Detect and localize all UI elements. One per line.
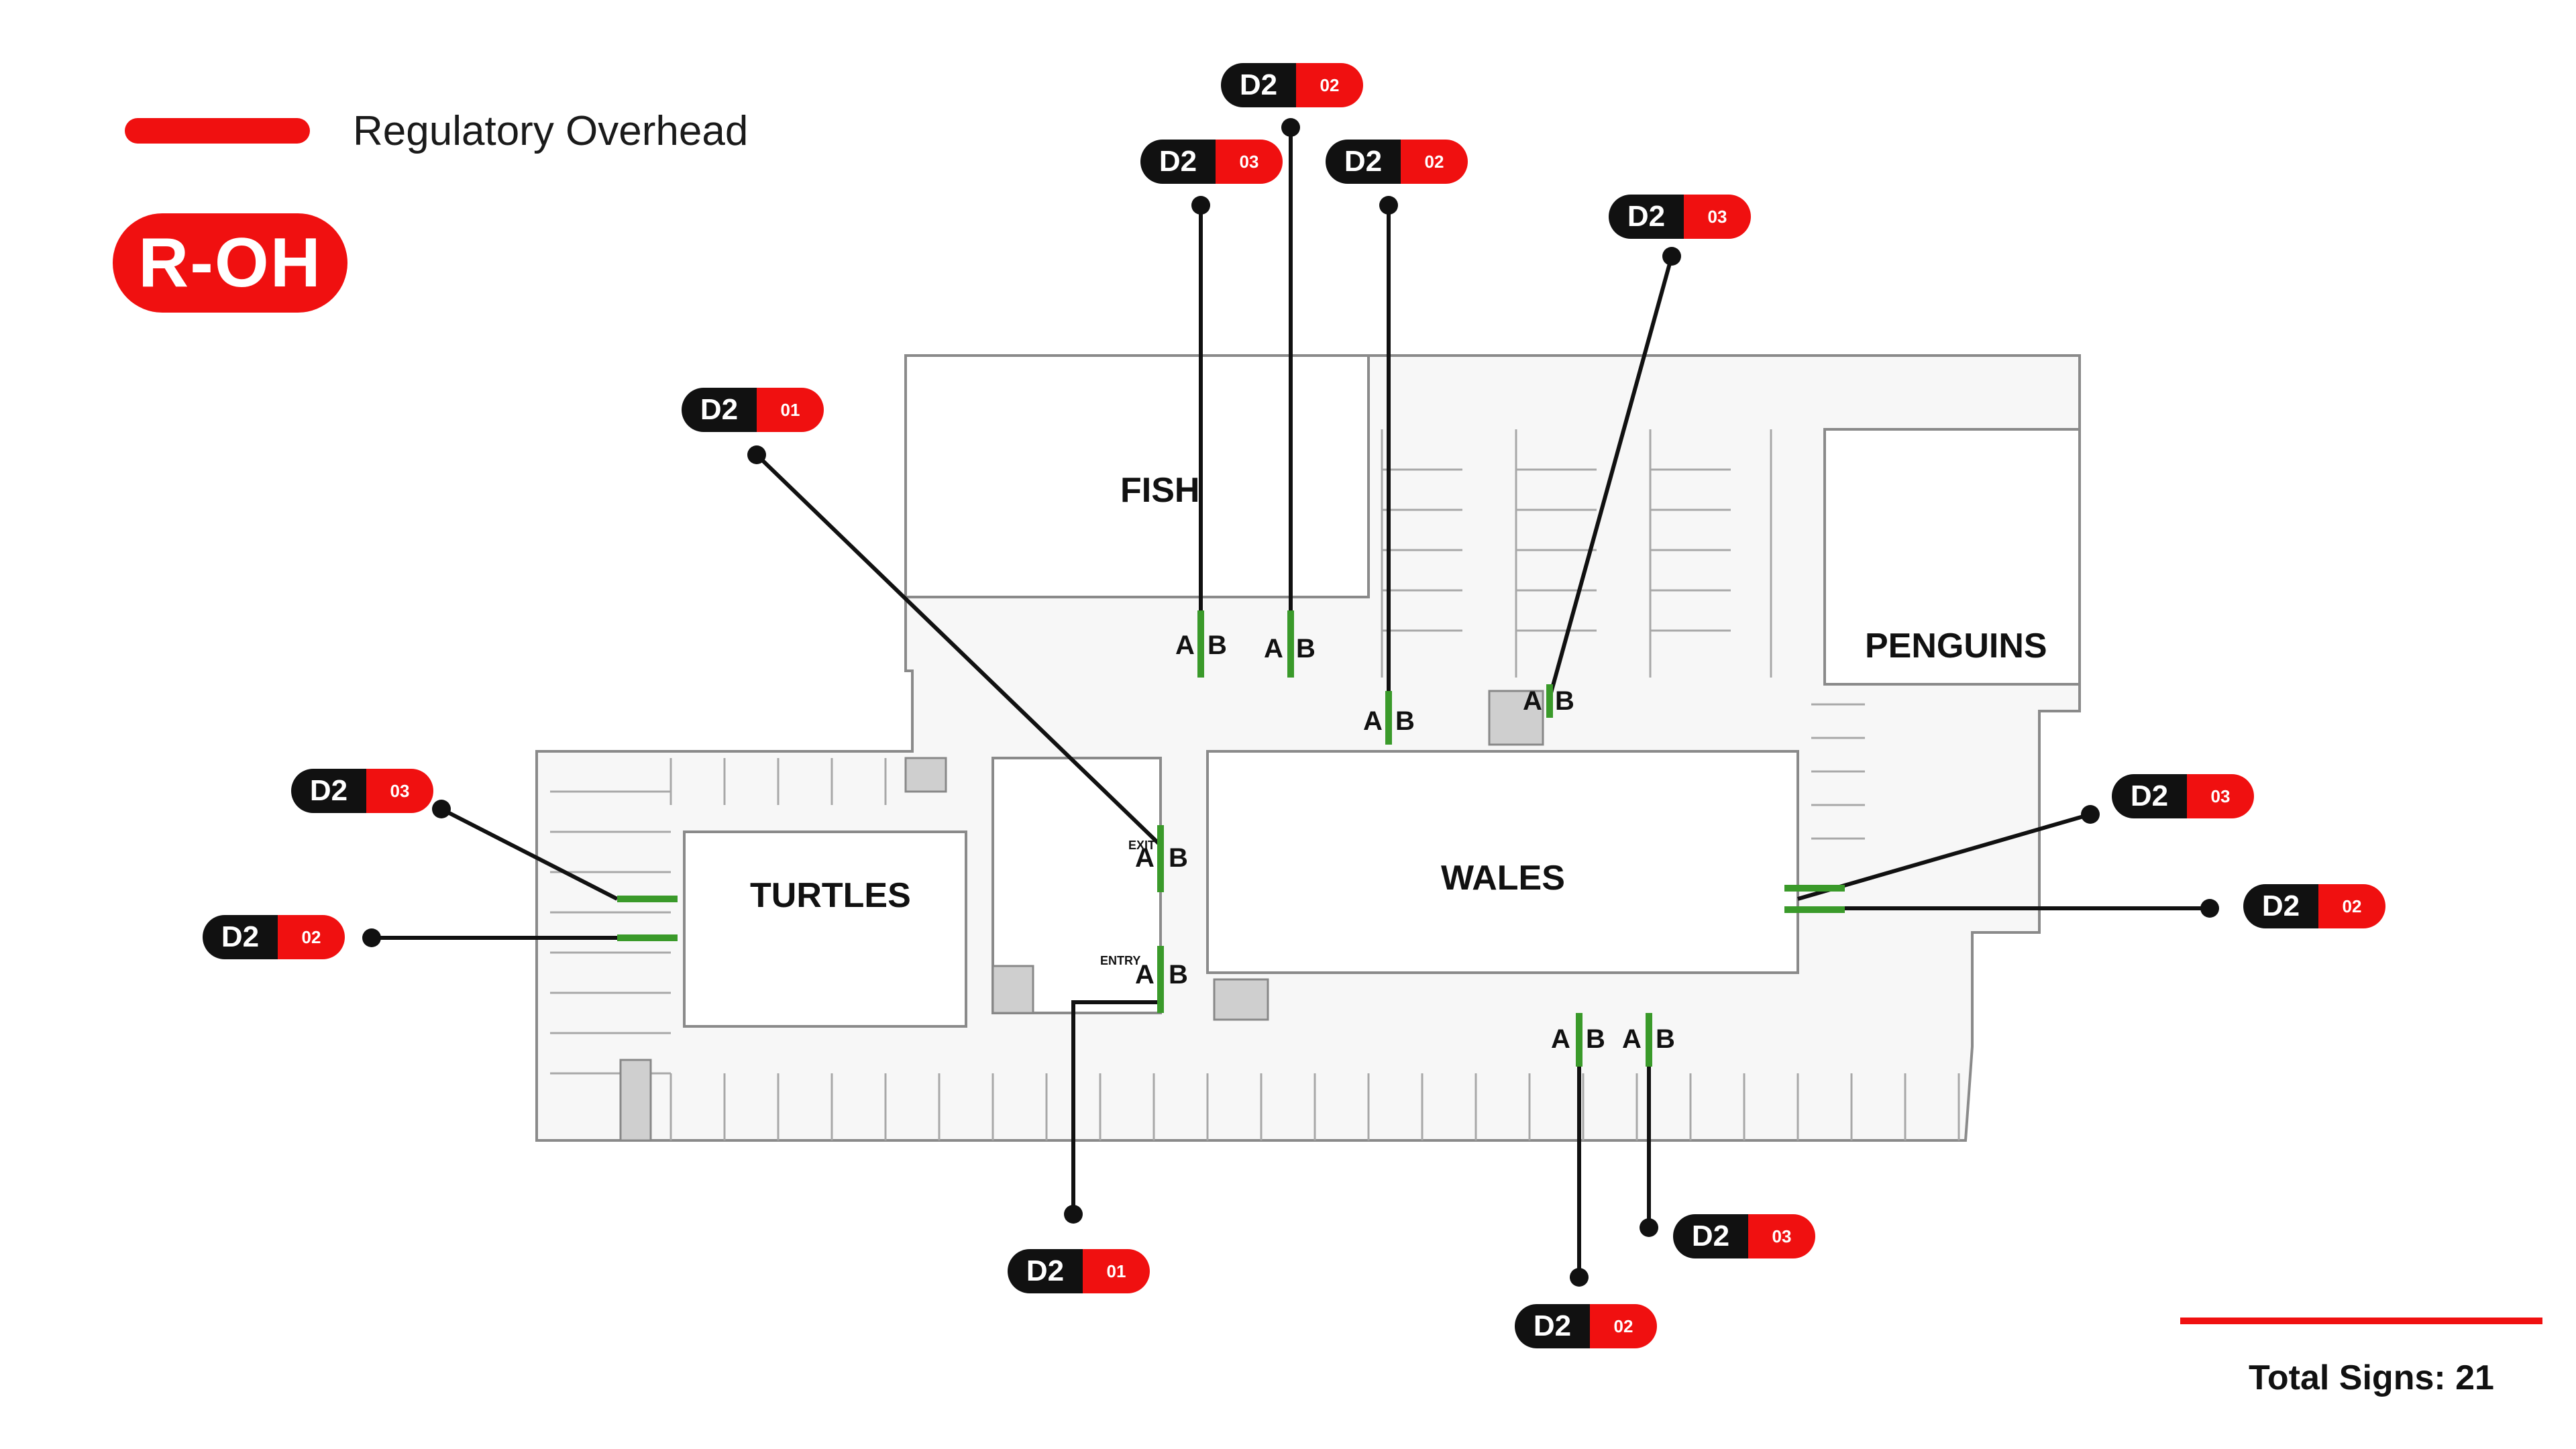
svg-text:B: B [1296,634,1316,663]
sign-number: 02 [1296,63,1363,107]
svg-text:B: B [1555,686,1574,716]
sign-tag[interactable]: D2 03 [1609,195,1751,239]
sign-tag[interactable]: D2 03 [1140,140,1283,184]
svg-text:B: B [1169,960,1188,989]
region-turtles: TURTLES [750,876,911,915]
total-signs-label: Total Signs: 21 [2249,1358,2494,1397]
roh-badge: R-OH [113,213,347,313]
sign-code: D2 [1008,1249,1083,1293]
leader-dots [362,118,2219,1287]
legend-label: Regulatory Overhead [353,108,749,154]
sign-tag[interactable]: D2 01 [1008,1249,1150,1293]
wales-block [1206,750,1799,974]
sign-code: D2 [291,769,366,813]
sign-number: 03 [366,769,433,813]
hatched-areas [619,690,1544,1142]
sign-code: D2 [1140,140,1216,184]
sign-code: D2 [1326,140,1401,184]
sign-number: 03 [1216,140,1283,184]
sign-tag[interactable]: D2 02 [1221,63,1363,107]
region-fish: FISH [1120,471,1199,510]
sign-code: D2 [1609,195,1684,239]
sign-tag[interactable]: D2 02 [2243,884,2385,928]
sign-tag[interactable]: D2 03 [2112,774,2254,818]
green-markers [617,610,1845,1067]
sign-tag[interactable]: D2 03 [291,769,433,813]
parking-stalls [550,429,1960,1140]
turtles-block [683,830,967,1028]
svg-text:B: B [1169,843,1188,873]
svg-text:B: B [1586,1024,1605,1054]
svg-text:B: B [1656,1024,1675,1054]
sign-code: D2 [1515,1304,1590,1348]
sign-number: 01 [757,388,824,432]
sign-tag[interactable]: D2 02 [1326,140,1468,184]
sign-code: D2 [203,915,278,959]
legend-swatch [125,118,310,144]
entry-marker: ENTRY [1100,954,1140,967]
sign-code: D2 [1673,1214,1748,1258]
sign-number: 02 [278,915,345,959]
svg-text:A: A [1175,631,1195,660]
region-penguins: PENGUINS [1865,627,2047,665]
svg-text:A: A [1264,634,1283,663]
sign-number: 03 [1684,195,1751,239]
svg-text:B: B [1208,631,1227,660]
svg-text:B: B [1395,706,1415,736]
sign-code: D2 [1221,63,1296,107]
sign-number: 02 [1590,1304,1657,1348]
sign-number: 03 [2187,774,2254,818]
sign-tag[interactable]: D2 03 [1673,1214,1815,1258]
sign-code: D2 [2112,774,2187,818]
region-wales: WALES [1441,859,1565,898]
sign-code: D2 [682,388,757,432]
svg-text:A: A [1135,843,1155,873]
sign-tag[interactable]: D2 01 [682,388,824,432]
penguins-block [1823,428,2081,686]
total-divider [2180,1318,2542,1324]
exit-marker: EXIT [1128,839,1155,852]
svg-text:A: A [1523,686,1542,716]
sign-number: 02 [1401,140,1468,184]
sign-code: D2 [2243,884,2318,928]
sign-tag[interactable]: D2 02 [203,915,345,959]
sign-number: 02 [2318,884,2385,928]
svg-text:A: A [1135,960,1155,989]
svg-text:A: A [1551,1024,1570,1054]
svg-text:A: A [1363,706,1383,736]
sign-number: 01 [1083,1249,1150,1293]
sign-tag[interactable]: D2 02 [1515,1304,1657,1348]
sign-number: 03 [1748,1214,1815,1258]
svg-text:A: A [1622,1024,1642,1054]
